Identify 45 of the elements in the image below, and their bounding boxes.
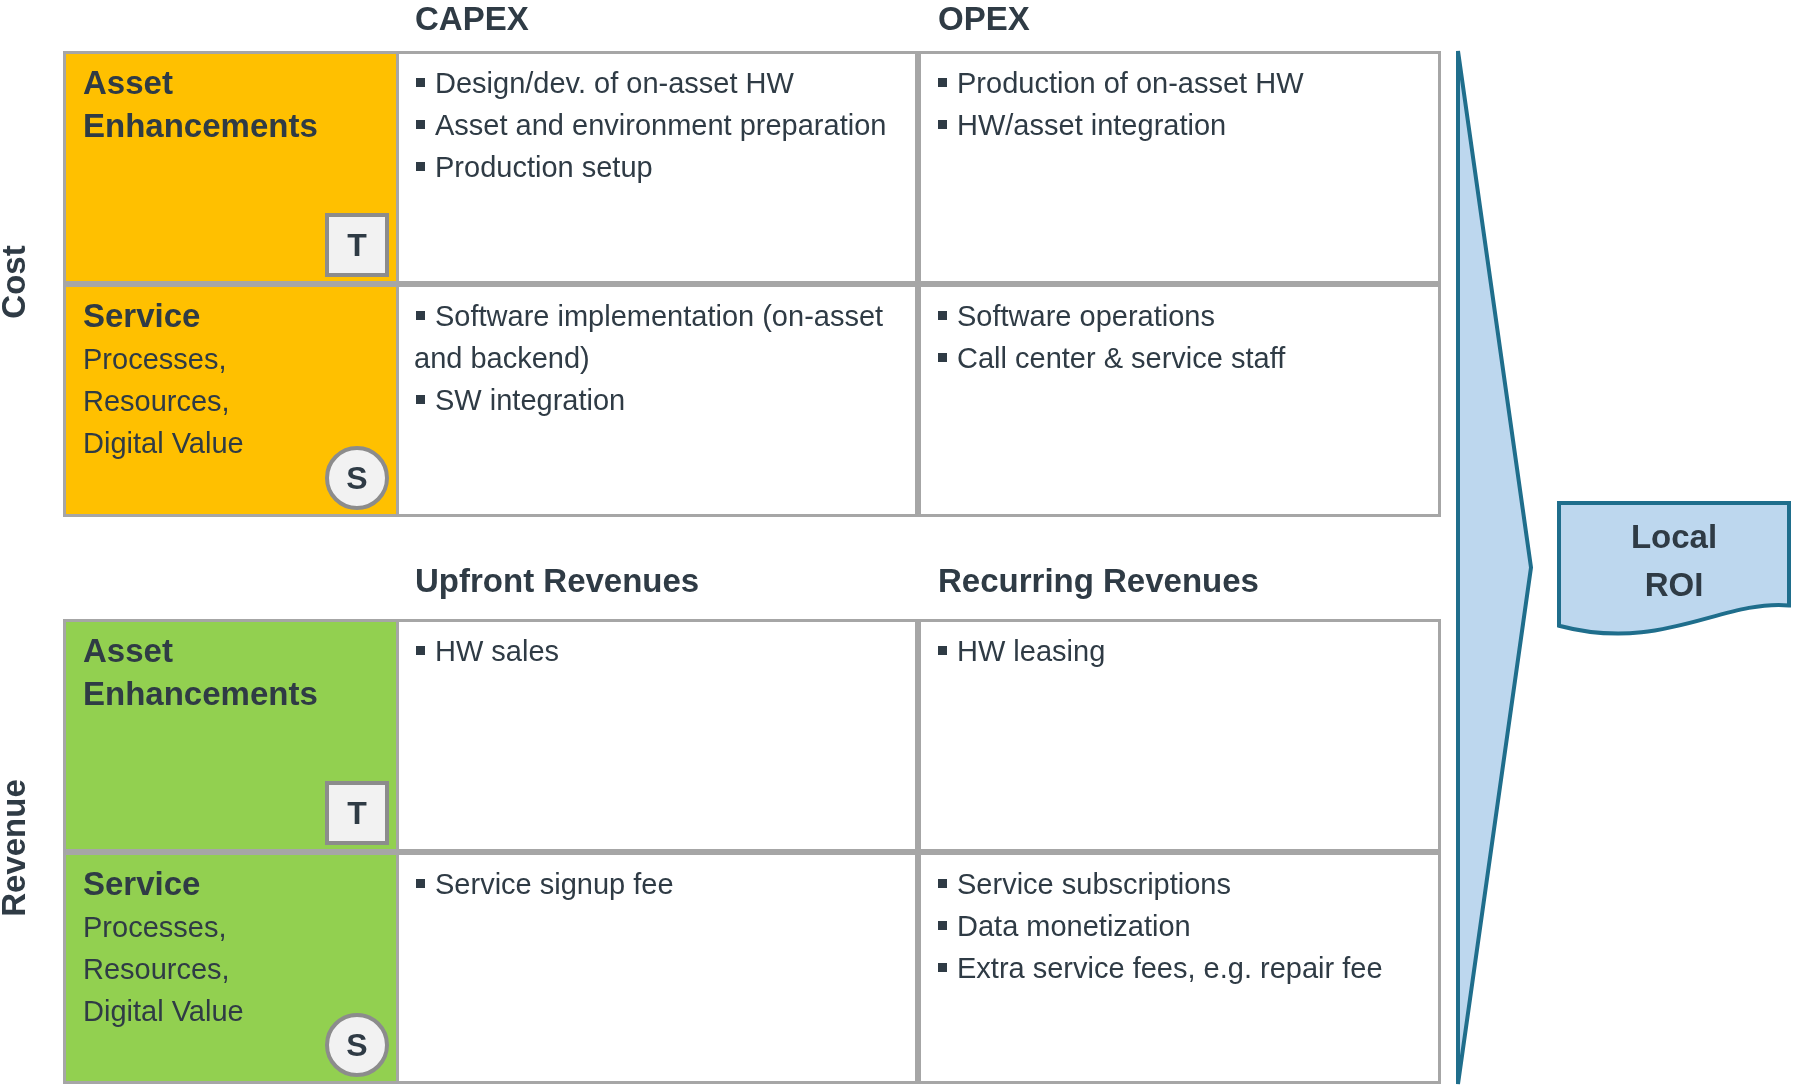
row-group-label: Revenue bbox=[0, 779, 33, 917]
bullet-item: HW sales bbox=[414, 630, 897, 673]
letter-circle: S bbox=[325, 1013, 389, 1077]
category-heading: Service bbox=[83, 864, 202, 904]
letter-badge: T bbox=[325, 213, 389, 277]
bullet-item: Software operations bbox=[936, 295, 1420, 338]
column-header: OPEX bbox=[938, 0, 1030, 38]
category-heading: Asset Enhancements bbox=[83, 631, 319, 714]
table-cell bbox=[396, 852, 918, 1084]
result-label: Local ROI bbox=[1629, 517, 1719, 605]
table-cell bbox=[396, 284, 918, 517]
bullet-item: Service subscriptions bbox=[936, 863, 1420, 906]
letter-badge: T bbox=[325, 781, 389, 845]
table-cell bbox=[918, 51, 1441, 284]
category-description: Processes, Resources, Digital Value bbox=[83, 341, 245, 461]
category-cell bbox=[63, 284, 396, 517]
category-heading: Service bbox=[83, 296, 202, 336]
table-cell bbox=[396, 51, 918, 284]
category-description: Processes, Resources, Digital Value bbox=[83, 909, 245, 1029]
bullet-item: Design/dev. of on-asset HW bbox=[414, 62, 897, 105]
column-header: CAPEX bbox=[415, 0, 529, 38]
table-cell bbox=[918, 852, 1441, 1084]
bullet-item: Service signup fee bbox=[414, 863, 897, 906]
bullet-item: Data monetization bbox=[936, 905, 1420, 948]
bullet-item: SW integration bbox=[414, 379, 897, 422]
bullet-item: Software implementation (on-asset and backend) bbox=[414, 295, 897, 380]
chevron-arrow bbox=[1456, 49, 1533, 1086]
bullet-item: HW leasing bbox=[936, 630, 1420, 673]
row-group-label: Cost bbox=[0, 245, 33, 319]
table-cell bbox=[396, 619, 918, 852]
bullet-item: HW/asset integration bbox=[936, 104, 1420, 147]
column-header: Recurring Revenues bbox=[938, 562, 1259, 600]
category-heading: Asset Enhancements bbox=[83, 63, 319, 146]
bullet-item: Asset and environment preparation bbox=[414, 104, 897, 147]
bullet-item: Call center & service staff bbox=[936, 337, 1420, 380]
column-header: Upfront Revenues bbox=[415, 562, 700, 600]
letter-circle: S bbox=[325, 446, 389, 510]
category-cell bbox=[63, 619, 396, 852]
bullet-item: Extra service fees, e.g. repair fee bbox=[936, 947, 1420, 990]
table-cell bbox=[918, 284, 1441, 517]
category-cell bbox=[63, 51, 396, 284]
table-cell bbox=[918, 619, 1441, 852]
bullet-item: Production setup bbox=[414, 146, 897, 189]
category-cell bbox=[63, 852, 396, 1084]
bullet-item: Production of on-asset HW bbox=[936, 62, 1420, 105]
